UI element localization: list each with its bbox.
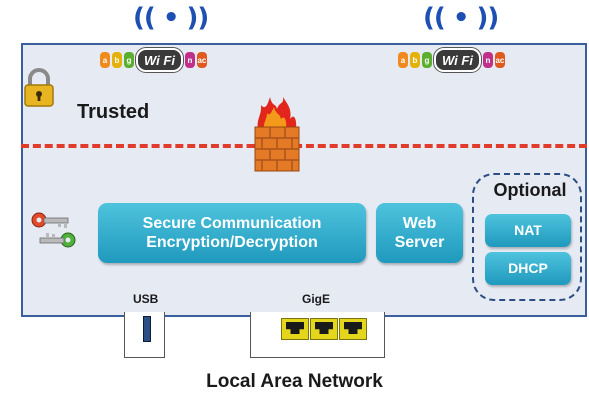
band-ac-badge: ac — [494, 52, 505, 68]
band-n-badge: n — [184, 52, 195, 68]
nat-module: NAT — [485, 214, 571, 247]
web-line1: Web — [402, 214, 437, 232]
web-server-module: Web Server — [376, 203, 463, 263]
usb-port-icon — [143, 316, 151, 342]
band-a-badge: a — [100, 52, 110, 68]
wifi-signal-icon: (( • )) — [423, 3, 499, 33]
wifi-logo: Wi Fi — [136, 48, 183, 72]
web-line2: Server — [394, 234, 445, 251]
trusted-zone-label: Trusted — [77, 101, 150, 123]
gige-label: GigE — [302, 292, 331, 306]
band-g-badge: g — [124, 52, 134, 68]
ethernet-port-icon — [281, 318, 309, 340]
secure-line1: Secure Communication — [142, 214, 322, 232]
dhcp-label: DHCP — [508, 260, 548, 277]
padlock-icon — [24, 68, 54, 107]
dhcp-module: DHCP — [485, 252, 571, 285]
nat-label: NAT — [514, 222, 542, 239]
keys-icon — [31, 212, 76, 248]
secure-communication-module: Secure Communication Encryption/Decrypti… — [98, 203, 366, 263]
secure-line2: Encryption/Decryption — [146, 234, 318, 251]
band-b-badge: b — [112, 52, 122, 68]
band-a-badge: a — [398, 52, 408, 68]
ethernet-port-icon — [339, 318, 367, 340]
band-ac-badge: ac — [196, 52, 207, 68]
gige-port-housing — [250, 312, 385, 358]
band-n-badge: n — [482, 52, 493, 68]
band-b-badge: b — [410, 52, 420, 68]
wifi-logo: Wi Fi — [434, 48, 481, 72]
wifi-badge-right: a b g Wi Fi n ac — [397, 48, 506, 72]
firewall-icon — [254, 97, 300, 172]
optional-group — [472, 173, 582, 301]
usb-port-housing — [124, 312, 165, 358]
band-g-badge: g — [422, 52, 432, 68]
wifi-signal-icon: (( • )) — [133, 3, 209, 33]
ethernet-port-icon — [310, 318, 338, 340]
optional-title: Optional — [493, 180, 567, 200]
lan-label: Local Area Network — [206, 371, 383, 392]
trust-boundary-line — [21, 144, 587, 148]
usb-label: USB — [133, 292, 159, 306]
wifi-badge-left: a b g Wi Fi n ac — [99, 48, 208, 72]
